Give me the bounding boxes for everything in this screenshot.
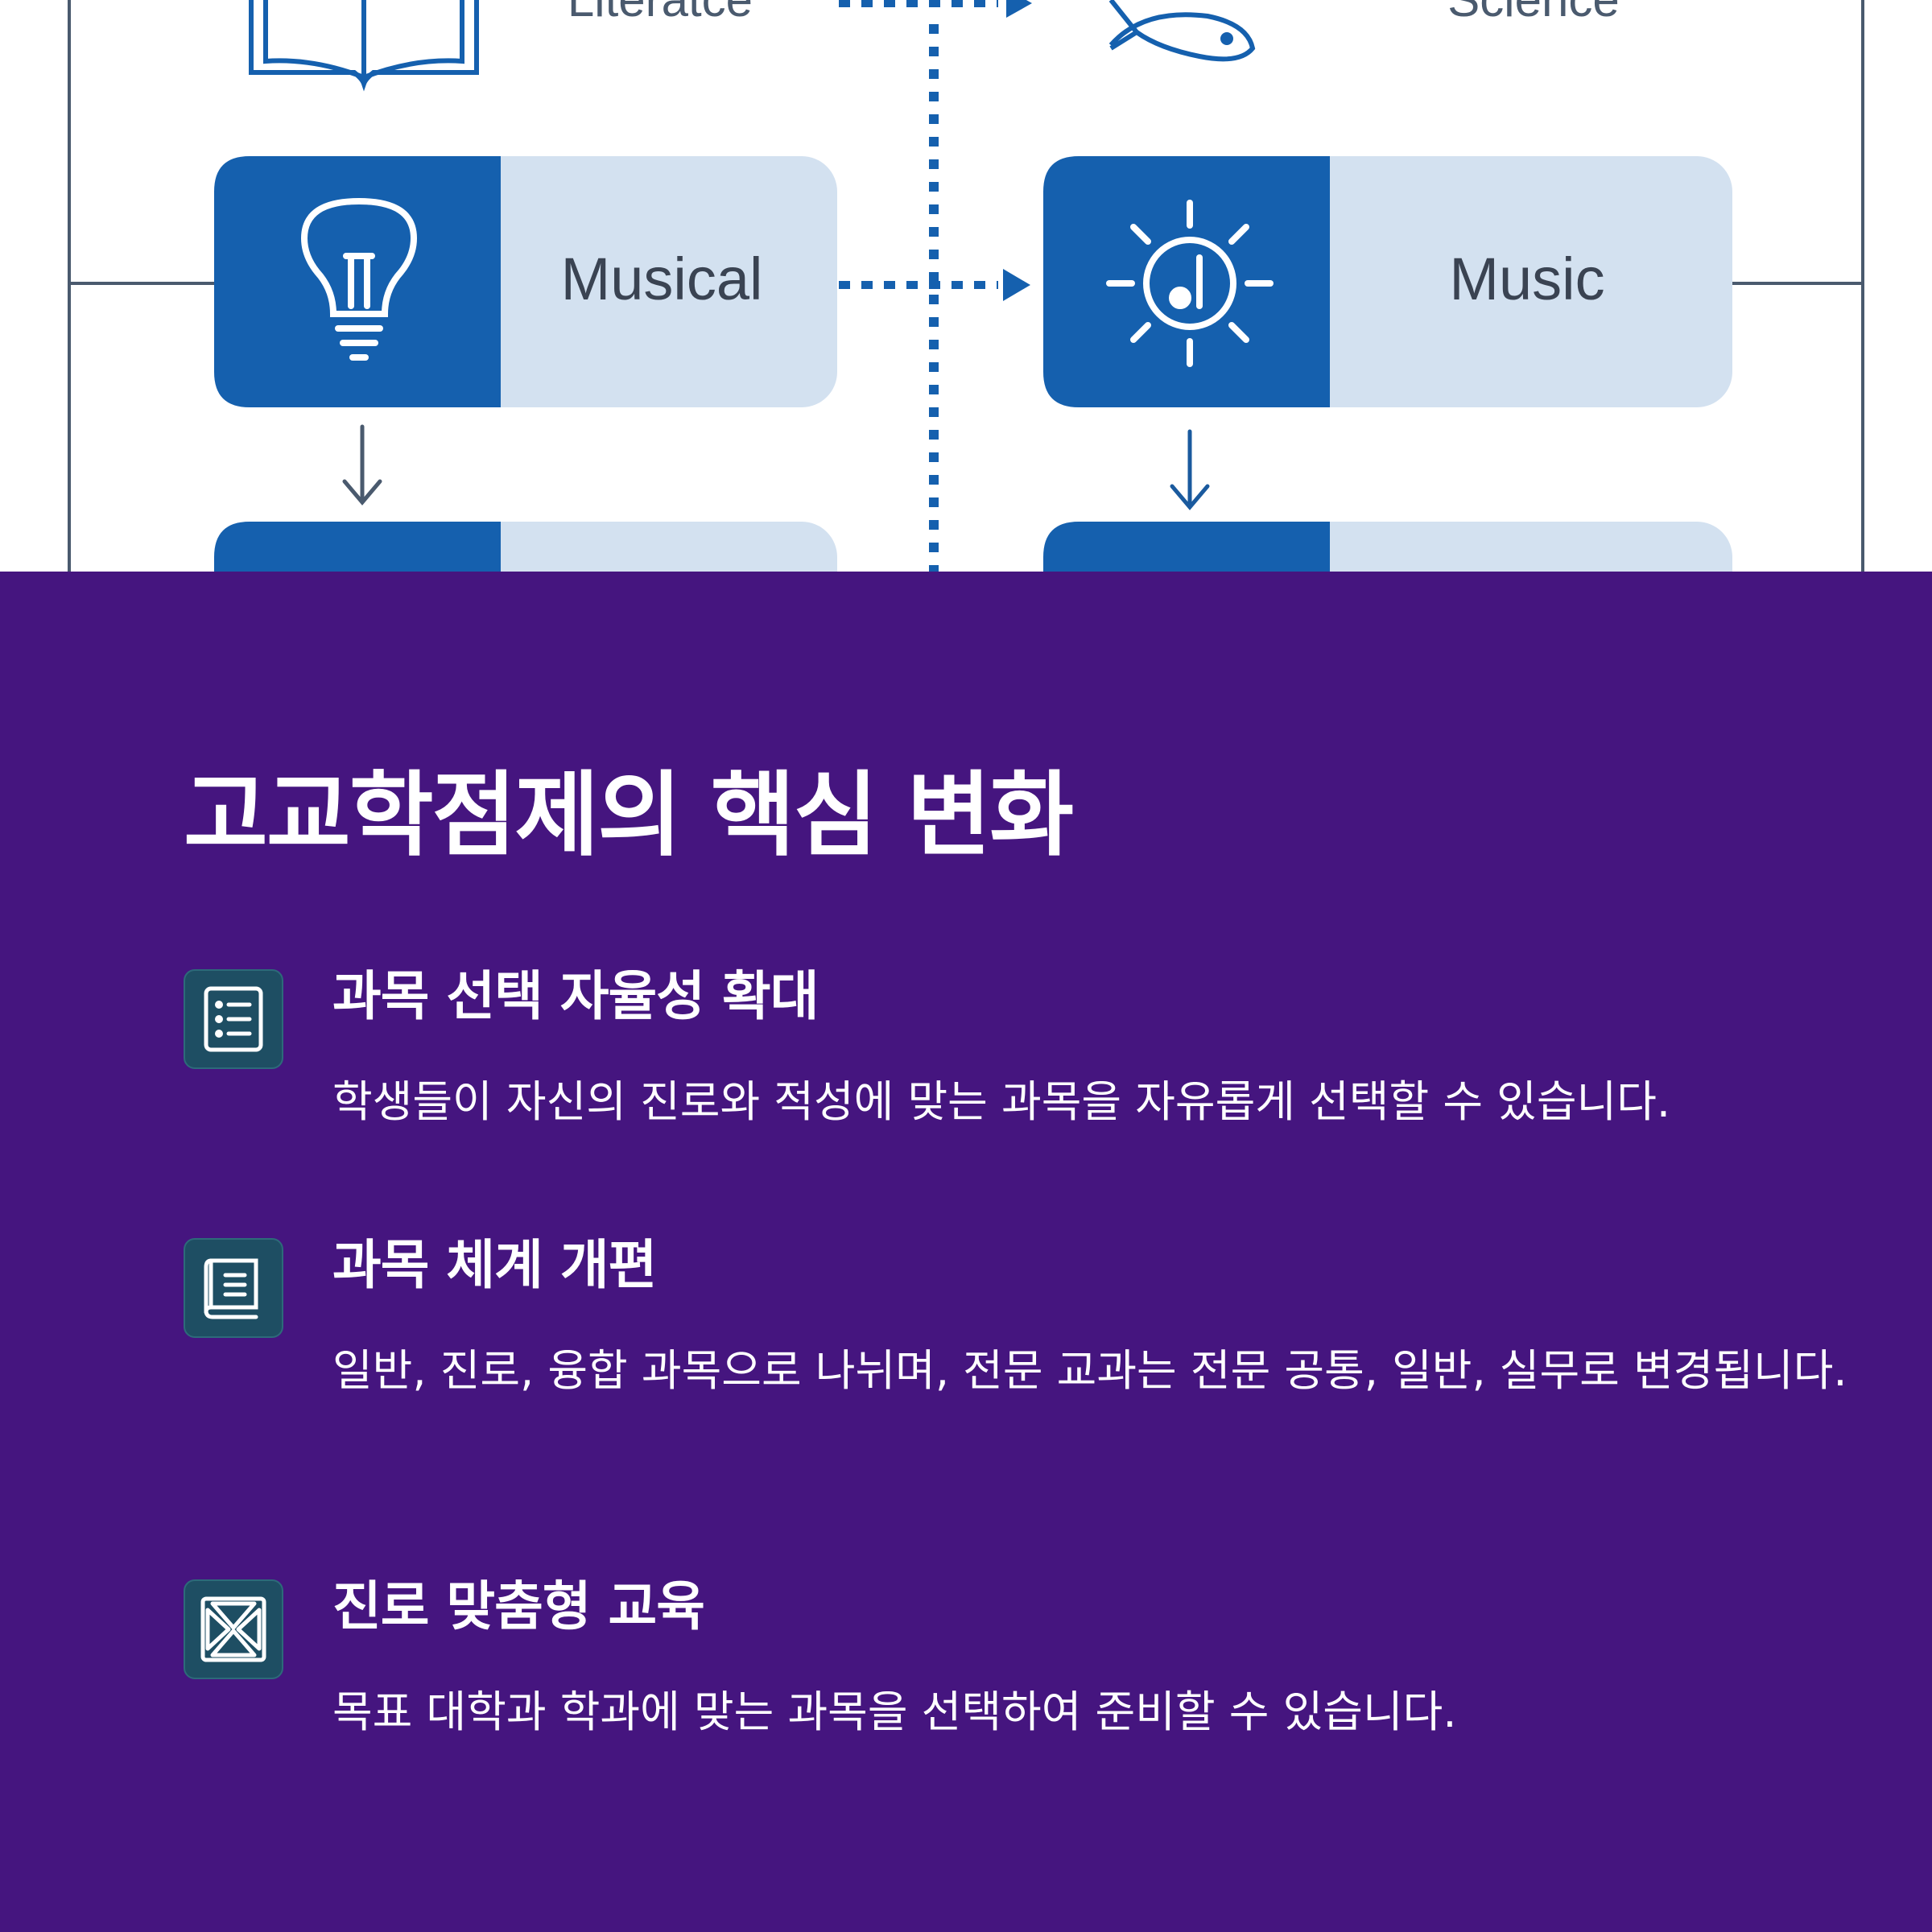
item-title: 진로 맞춤형 교육 [332, 1575, 705, 1637]
box-next-right [1043, 522, 1732, 572]
arrowhead-top [1006, 0, 1032, 18]
box-music: Music [1043, 156, 1732, 407]
box-label-music: Music [1449, 246, 1604, 312]
section-title: 고교학점제의 핵심 변화 [184, 762, 1074, 869]
lightbulb-icon [300, 197, 418, 361]
curriculum-diagram: Literatce Science Musical [0, 0, 1932, 572]
item-description: 목표 대학과 학과에 맞는 과목을 선택하여 준비할 수 있습니다. [332, 1686, 1457, 1737]
box-label-musical: Musical [561, 246, 763, 312]
sun-icon [1106, 200, 1274, 367]
book-icon [184, 1238, 283, 1338]
hourglass-icon [184, 1579, 283, 1679]
fish-icon [1108, 0, 1256, 62]
diagram-svg: Literatce Science Musical [68, 0, 1864, 572]
key-changes-section [0, 572, 1932, 1932]
box-next-left [214, 522, 837, 572]
book-icon [249, 0, 479, 92]
down-arrow-left [342, 424, 382, 506]
item-description: 일반, 진로, 융합 과목으로 나뉘며, 전문 교과는 전문 공통, 일반, 실… [332, 1345, 1847, 1396]
list-icon [184, 969, 283, 1069]
item-description: 학생들이 자신의 진로와 적성에 맞는 과목을 자유롭게 선택할 수 있습니다. [332, 1076, 1671, 1127]
box-label-literature: Literatce [568, 0, 753, 27]
item-title: 과목 선택 자율성 확대 [332, 965, 819, 1027]
down-arrow-right [1170, 429, 1210, 510]
box-musical: Musical [214, 156, 837, 407]
item-title: 과목 체계 개편 [332, 1234, 657, 1296]
box-label-science: Science [1447, 0, 1619, 27]
arrowhead-middle [1003, 269, 1030, 301]
